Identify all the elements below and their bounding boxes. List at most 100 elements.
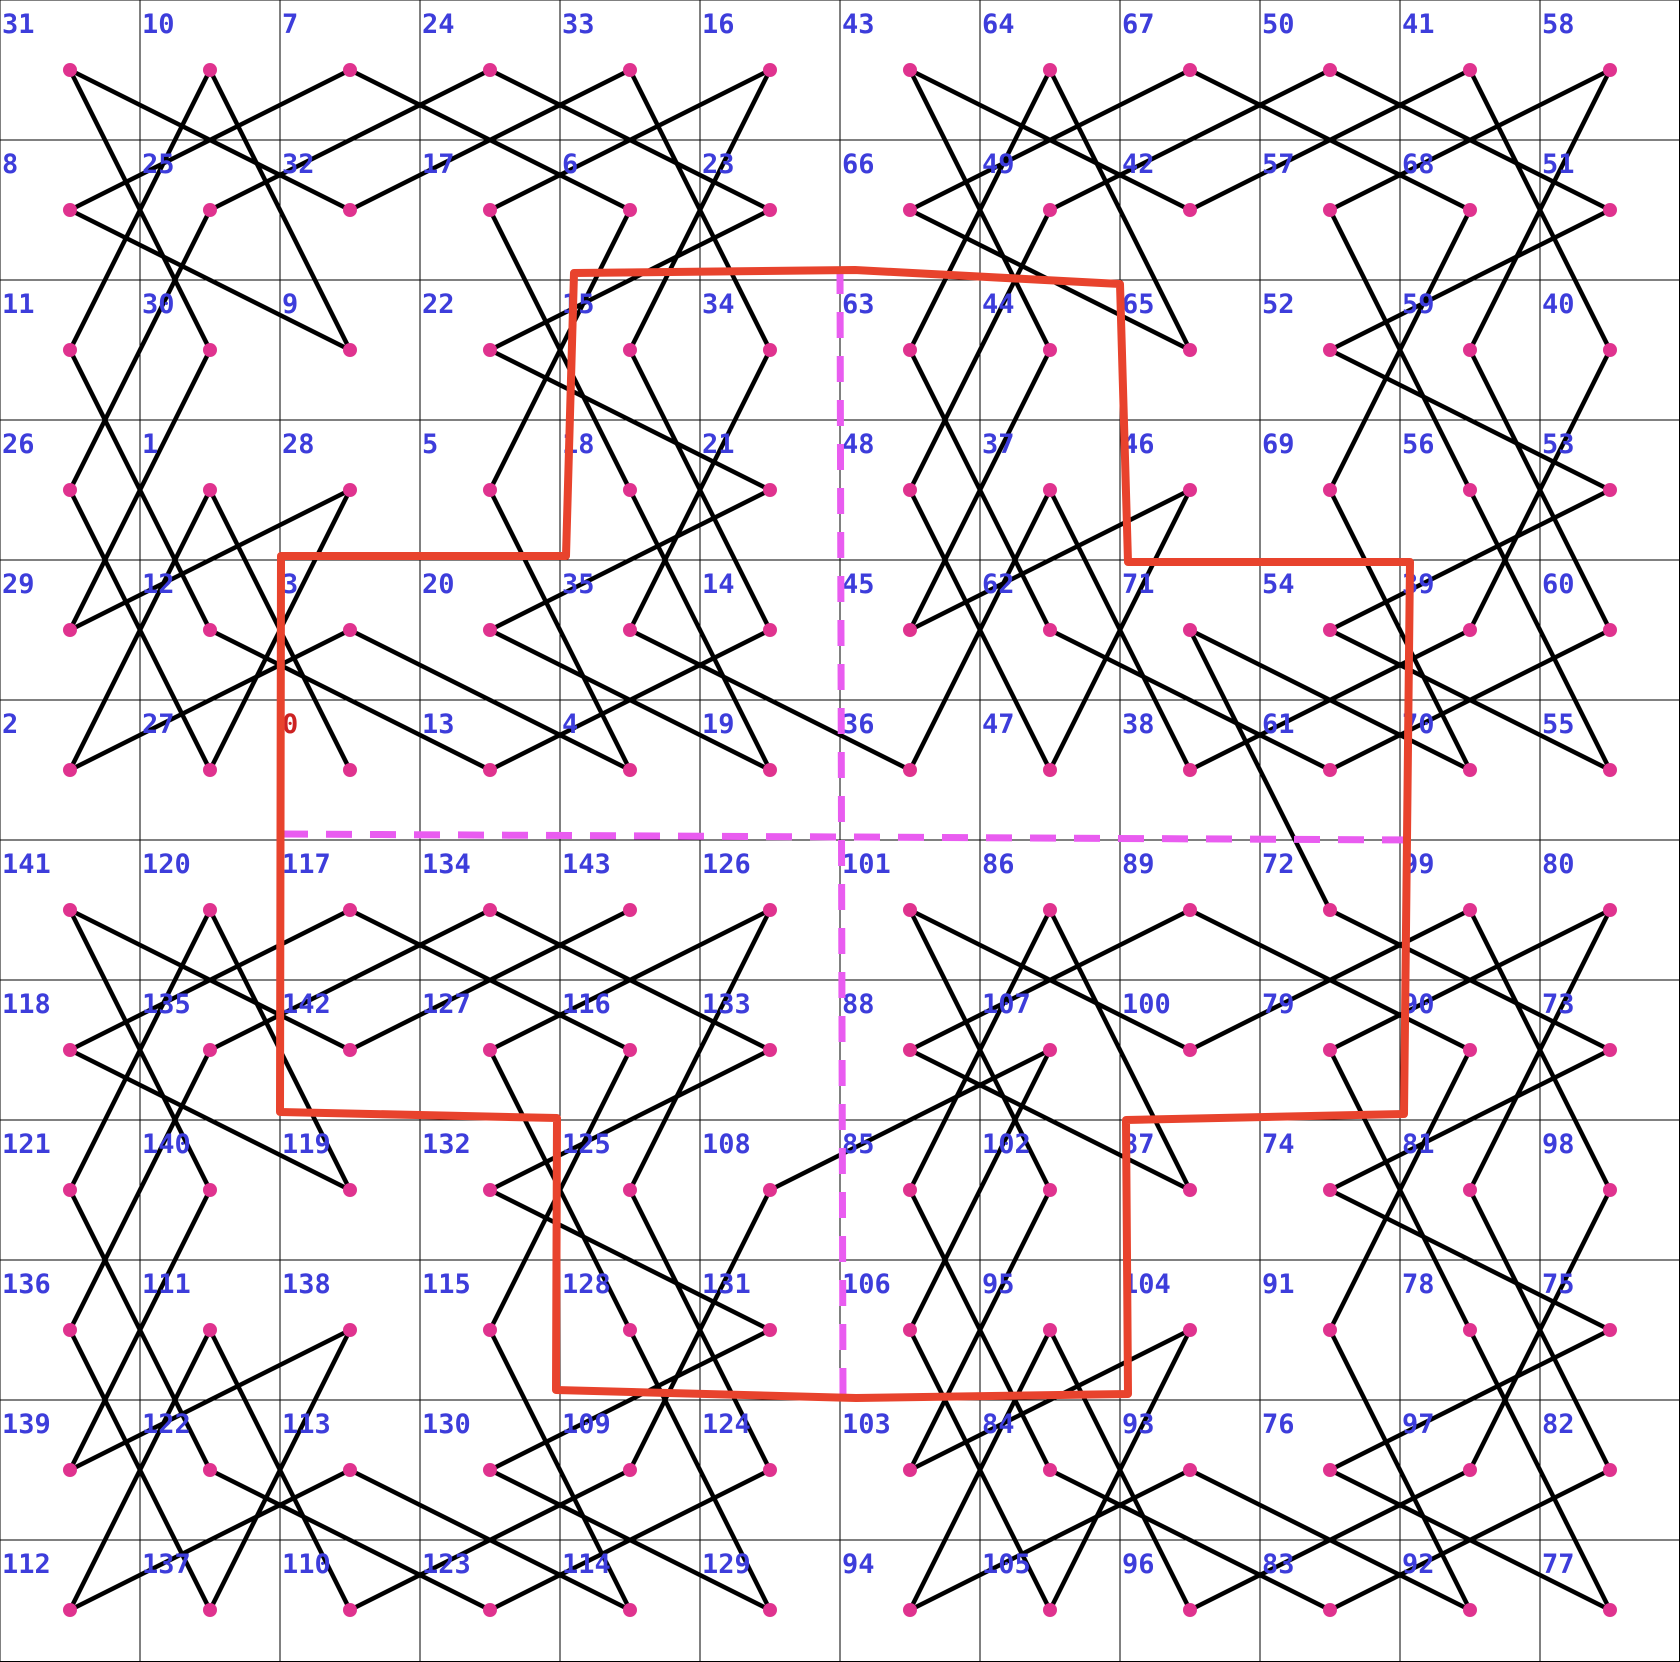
square-dot	[903, 623, 917, 637]
square-label: 119	[282, 1129, 331, 1160]
square-label: 33	[562, 9, 595, 40]
square-label: 122	[142, 1409, 191, 1440]
square-label: 124	[702, 1409, 751, 1440]
square-label: 40	[1542, 289, 1575, 320]
square-dot	[1043, 203, 1057, 217]
square-dot	[1323, 1323, 1337, 1337]
square-dot	[1463, 1603, 1477, 1617]
square-dot	[1183, 203, 1197, 217]
square-label: 29	[2, 569, 35, 600]
square-label: 23	[702, 149, 735, 180]
cross-outline	[276, 266, 1414, 1402]
knight-move-line	[1327, 1187, 1613, 1333]
square-label: 120	[142, 849, 191, 880]
square-dot	[1603, 203, 1617, 217]
square-label: 97	[1402, 1409, 1435, 1440]
square-dot	[623, 63, 637, 77]
square-dot	[63, 763, 77, 777]
knight-move-line	[207, 1327, 353, 1613]
square-dot	[1043, 1463, 1057, 1477]
knight-move-line	[1047, 487, 1193, 773]
knight-move-line	[487, 207, 773, 353]
square-label: 63	[842, 289, 875, 320]
square-label: 45	[842, 569, 875, 600]
square-label: 7	[282, 9, 298, 40]
square-label: 43	[842, 9, 875, 40]
square-dot	[63, 203, 77, 217]
square-label: 105	[982, 1549, 1031, 1580]
square-label: 77	[1542, 1549, 1575, 1580]
square-dot	[1323, 1183, 1337, 1197]
square-dot	[623, 903, 637, 917]
square-dot	[343, 203, 357, 217]
square-dot	[763, 203, 777, 217]
knight-move-line	[1327, 1047, 1613, 1193]
square-dot	[1463, 1043, 1477, 1057]
knight-move-line	[767, 1047, 1053, 1193]
square-label: 107	[982, 989, 1031, 1020]
knight-move-line	[1467, 1187, 1613, 1473]
knight-move-line	[67, 1327, 213, 1613]
square-dot	[63, 1043, 77, 1057]
knight-move-line	[347, 907, 633, 1053]
square-label: 100	[1122, 989, 1171, 1020]
square-dot	[343, 483, 357, 497]
square-label: 28	[282, 429, 315, 460]
knight-move-line	[347, 1467, 633, 1613]
square-label: 15	[562, 289, 595, 320]
square-dot	[1603, 623, 1617, 637]
square-dot	[1603, 763, 1617, 777]
square-dot	[1463, 763, 1477, 777]
square-label: 129	[702, 1549, 751, 1580]
knight-move-line	[487, 207, 633, 493]
square-dot	[1323, 483, 1337, 497]
square-label: 94	[842, 1549, 875, 1580]
square-dot	[1043, 1043, 1057, 1057]
knight-move-line	[67, 67, 213, 353]
square-label: 16	[702, 9, 735, 40]
square-dot	[483, 343, 497, 357]
square-dot	[1603, 1183, 1617, 1197]
square-dot	[343, 1183, 357, 1197]
square-label: 141	[2, 849, 51, 880]
square-dot	[203, 1603, 217, 1617]
square-dot	[343, 1603, 357, 1617]
knight-move-line	[627, 67, 773, 353]
knight-move-line	[907, 487, 1193, 633]
knight-move-line	[487, 627, 773, 773]
square-dot	[1323, 763, 1337, 777]
square-label: 133	[702, 989, 751, 1020]
knight-move-line	[67, 1327, 353, 1473]
square-label: 143	[562, 849, 611, 880]
square-label: 69	[1262, 429, 1295, 460]
square-dot	[63, 903, 77, 917]
knight-move-line	[67, 1187, 213, 1473]
square-label: 134	[422, 849, 471, 880]
square-dot	[1323, 623, 1337, 637]
square-dot	[1183, 1183, 1197, 1197]
square-label: 83	[1262, 1549, 1295, 1580]
square-dot	[1183, 763, 1197, 777]
square-dot	[903, 1183, 917, 1197]
knight-move-line	[207, 67, 493, 213]
square-dot	[1603, 1463, 1617, 1477]
square-label: 106	[842, 1269, 891, 1300]
knight-move-line	[1327, 1327, 1613, 1473]
square-label: 68	[1402, 149, 1435, 180]
square-label: 136	[2, 1269, 51, 1300]
square-label: 108	[702, 1129, 751, 1160]
square-label: 128	[562, 1269, 611, 1300]
square-label: 12	[142, 569, 175, 600]
square-label: 21	[702, 429, 735, 460]
square-label: 113	[282, 1409, 331, 1440]
square-dot	[1463, 343, 1477, 357]
square-dot	[763, 763, 777, 777]
knight-move-line	[67, 1467, 353, 1613]
square-dot	[1603, 903, 1617, 917]
square-label: 101	[842, 849, 891, 880]
square-label: 135	[142, 989, 191, 1020]
square-dot	[763, 903, 777, 917]
square-dot	[203, 1043, 217, 1057]
square-label: 131	[702, 1269, 751, 1300]
